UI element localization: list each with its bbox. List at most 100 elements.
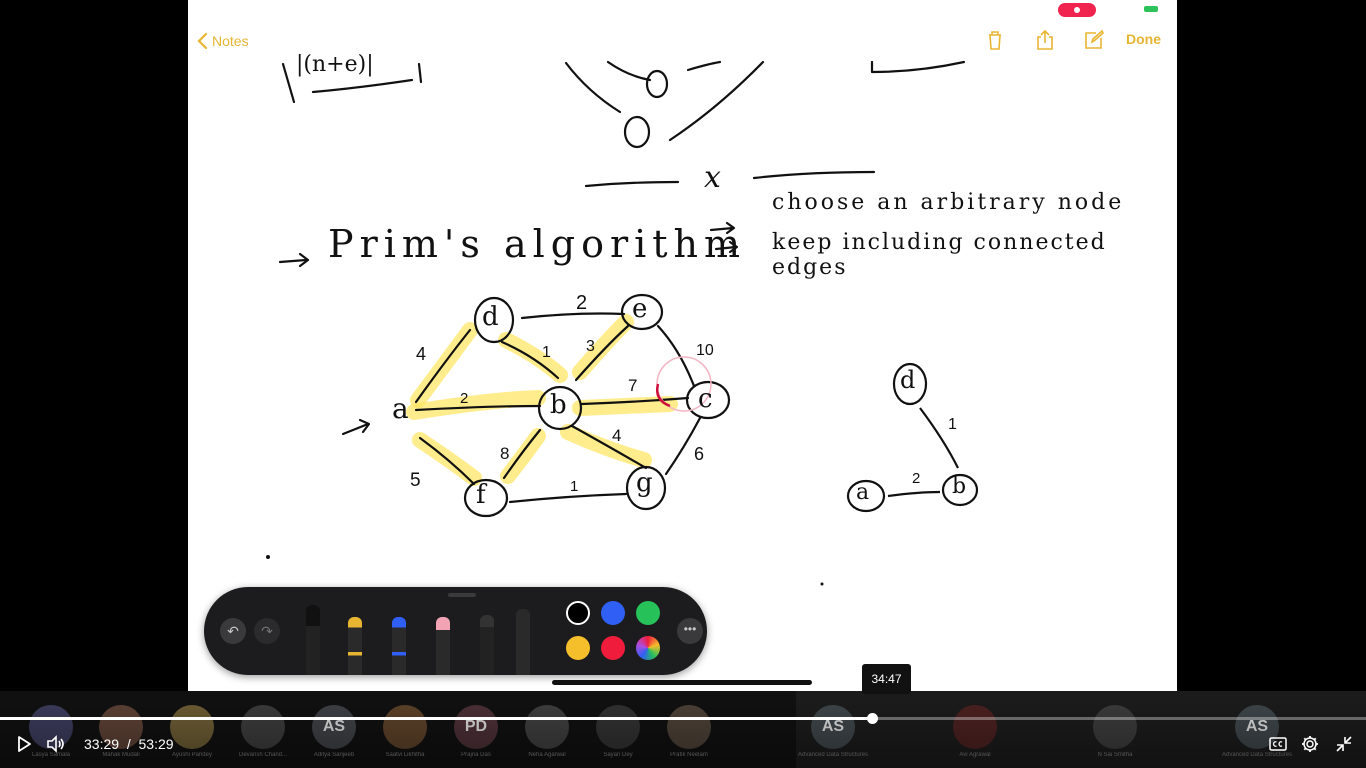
participant-name: Prajna Das [441,752,511,758]
weight-d-e: 2 [576,292,588,314]
notes-back-button[interactable]: Notes [196,30,249,52]
avatar: AS [1235,705,1279,749]
ink-stroke [584,180,680,188]
node-d [473,296,515,344]
edge-a-b [414,404,542,412]
participant-tile[interactable]: Mahak Mudali [86,705,156,758]
pen-tool[interactable] [306,605,320,675]
captions-icon[interactable] [1268,734,1288,754]
node-label-b: b [550,390,567,420]
color-yellow-swatch[interactable] [566,636,590,660]
chevron-left-icon [197,32,208,50]
color-black-swatch[interactable] [566,601,590,625]
pencil-tool[interactable] [480,615,494,675]
node-label-f: f [476,480,486,510]
participant-tile[interactable]: N Sai Smitha [1080,705,1150,758]
participant-tile[interactable]: ASAditya Sanjeeb [299,705,369,758]
avatar [525,705,569,749]
ink-stroke [606,60,652,82]
edge-d-b [500,340,560,380]
mst-weight-a-b: 2 [912,470,921,487]
ink-stroke [623,115,651,149]
edge-c-g [664,416,702,476]
weight-d-b: 1 [542,344,551,361]
participant-tile[interactable]: Neha Agarwal [512,705,582,758]
participant-tile[interactable]: PDPrajna Das [441,705,511,758]
edge-a-d [414,328,472,404]
participant-name: Neha Agarwal [512,752,582,758]
redo-button[interactable]: ↷ [254,618,280,644]
heading-prims-algorithm: Prim's algorithm [328,222,747,266]
done-button[interactable]: Done [1126,31,1161,47]
ink-stroke [709,221,736,235]
node-f [463,478,509,518]
mst-node-label-d: d [900,366,916,394]
handwriting-canvas[interactable] [188,0,1177,691]
participant-name: Aditya Sanjeeb [299,752,369,758]
home-indicator [552,680,812,685]
battery-icon [1144,6,1158,12]
laser-pointer-trail [656,383,671,408]
ink-stroke [278,252,310,268]
play-icon[interactable] [14,734,34,754]
eraser-tool[interactable] [436,617,450,675]
ruler-tool[interactable] [516,609,530,675]
highlight-stroke [572,314,634,380]
weight-a-f: 5 [410,470,421,491]
participant-strip: Lasya SamalaMahak MudaliAyushi PandeyDev… [0,691,1366,768]
participant-name: Sayan Dey [583,752,653,758]
weight-e-c: 10 [696,342,714,359]
mst-edge-d-b [919,407,959,469]
color-picker-swatch[interactable] [636,636,660,660]
share-icon[interactable] [1033,28,1057,52]
ink-stroke [645,69,669,99]
avatar [170,705,214,749]
step-choose-node: choose an arbitrary node [772,190,1125,215]
edge-f-g [508,492,628,504]
color-blue-swatch[interactable] [601,601,625,625]
mst-node-d [892,362,928,406]
mst-node-a [846,479,886,513]
participant-tile[interactable]: ASAdvanced Data Structures & Algorit... [798,705,868,758]
weight-a-b: 2 [460,390,469,407]
marker-tool[interactable] [392,617,406,675]
trash-icon[interactable] [983,28,1007,52]
edge-b-g [570,424,648,470]
participant-tile[interactable]: Devansh Chand... [228,705,298,758]
palette-drag-handle[interactable] [448,593,476,597]
color-green-swatch[interactable] [636,601,660,625]
cross-mark: x [704,160,721,195]
participant-name: Advanced Data Structures & Algorit... [798,752,868,758]
ink-stroke [417,62,423,84]
highlighter-tool[interactable] [348,617,362,675]
color-red-swatch[interactable] [601,636,625,660]
avatar [383,705,427,749]
settings-icon[interactable] [1300,734,1320,754]
edge-d-e [520,312,626,320]
player-controls [0,700,1366,768]
avatar [596,705,640,749]
participant-tile[interactable]: Saatvi Likhitha [370,705,440,758]
participant-tile[interactable]: Avi Agrawal [940,705,1010,758]
weight-f-g: 1 [570,478,579,495]
undo-button[interactable]: ↶ [220,618,246,644]
ink-stroke [752,170,876,180]
participant-tile[interactable]: ASAdvanced Data Structures & Algori... [1222,705,1292,758]
progress-bar[interactable] [0,717,1366,720]
node-e [620,293,664,331]
participant-tile[interactable]: Pratik Neelam [654,705,724,758]
volume-icon[interactable] [46,734,66,754]
participant-name: N Sai Smitha [1080,752,1150,758]
participant-tile[interactable]: Sayan Dey [583,705,653,758]
edge-b-c [580,396,690,406]
participant-tile[interactable]: Ayushi Pandey [157,705,227,758]
participant-name: Mahak Mudali [86,752,156,758]
notes-canvas[interactable]: |(n+e)| x Prim's algorithm choose an arb… [188,0,1177,691]
ink-stroke [341,418,371,436]
exit-fullscreen-icon[interactable] [1334,734,1354,754]
compose-icon[interactable] [1082,28,1106,52]
more-options-button[interactable]: ••• [677,618,703,644]
weight-c-g: 6 [694,444,705,464]
scrubber-handle[interactable] [866,713,878,724]
screen-recording-indicator [1058,3,1096,17]
